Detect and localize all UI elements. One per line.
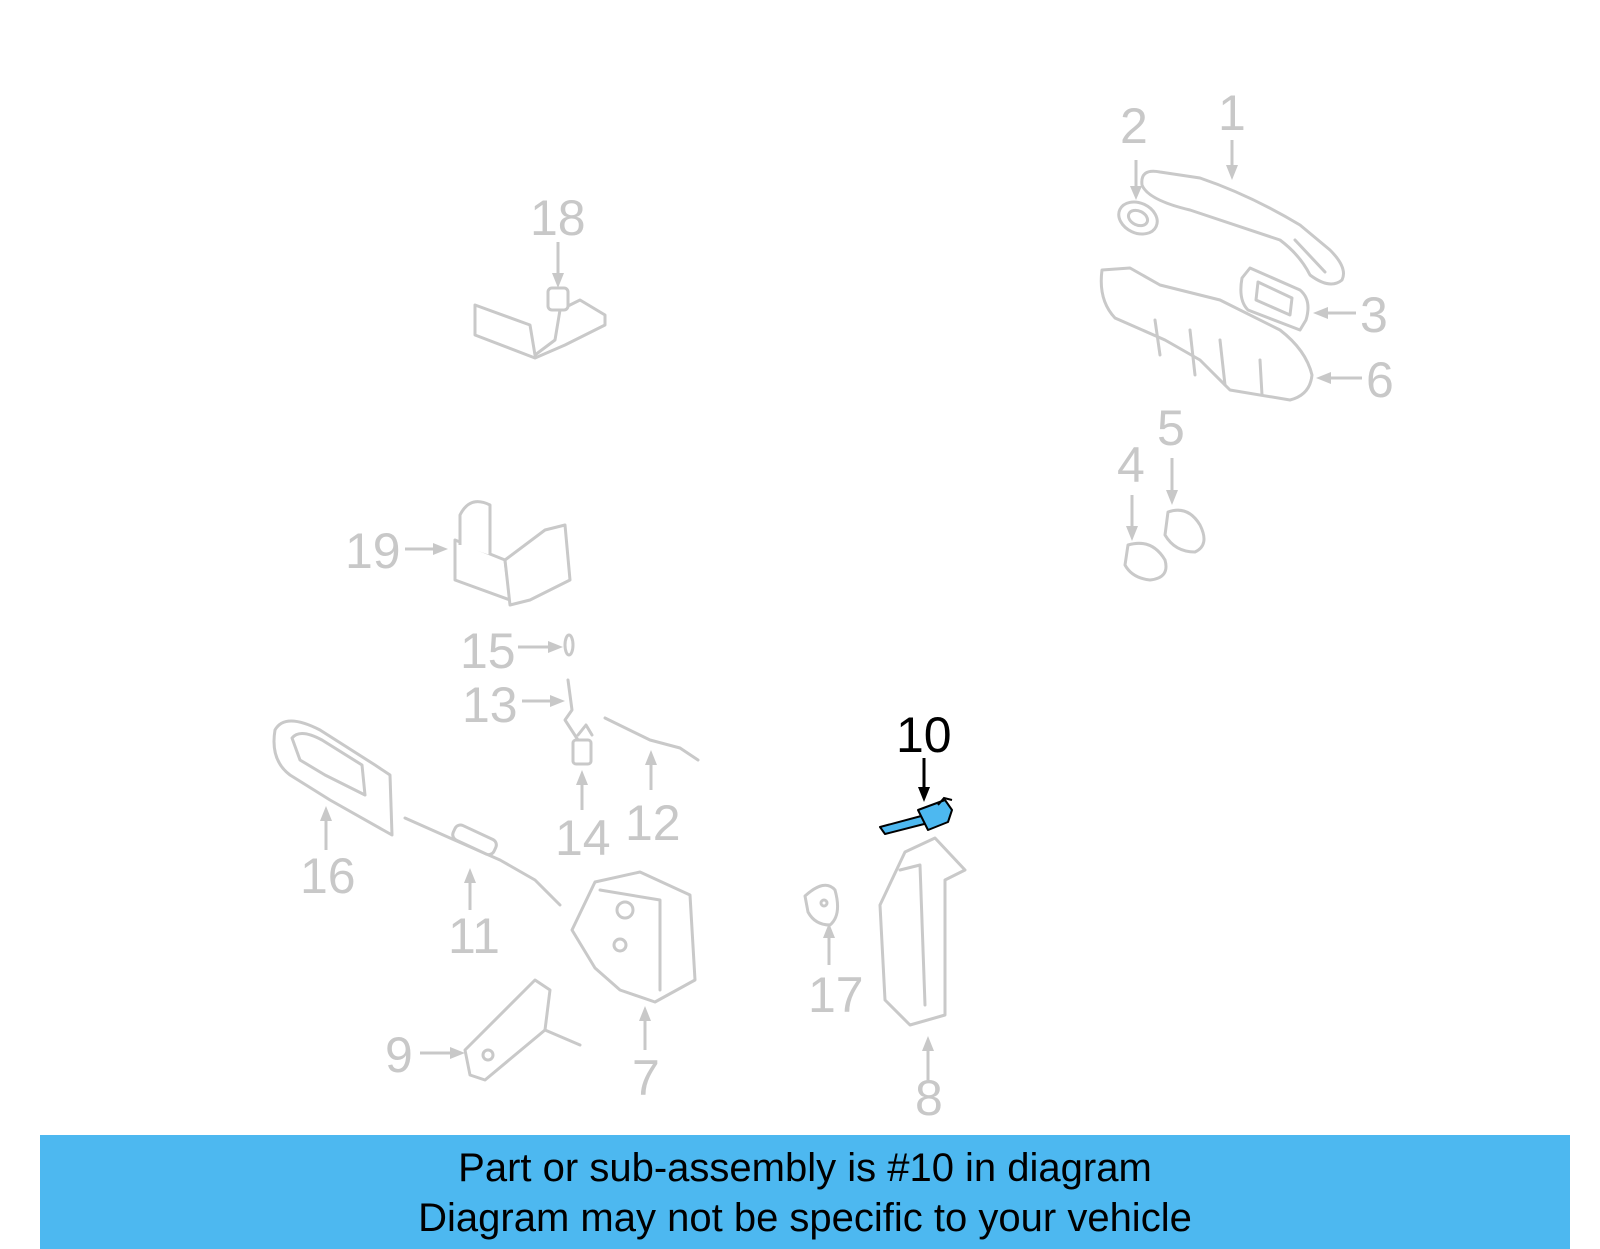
part-3-handle-gasket [1239, 266, 1310, 332]
arrow-14 [576, 770, 588, 785]
callout-18: 18 [530, 190, 586, 246]
arrow-17 [823, 923, 835, 938]
arrow-10 [918, 787, 930, 802]
arrow-12 [645, 750, 657, 765]
callout-15: 15 [460, 623, 516, 679]
arrow-3 [1313, 307, 1328, 319]
part-13-rod [563, 678, 587, 747]
part-14-clip [571, 723, 594, 766]
part-12-rod [603, 716, 700, 762]
part-6-handle-base [1099, 266, 1314, 402]
part-10-lock-rod-highlighted [879, 796, 953, 835]
callout-14: 14 [555, 810, 611, 866]
callout-2: 2 [1120, 98, 1148, 154]
callout-7: 7 [632, 1050, 660, 1106]
callout-5: 5 [1157, 400, 1185, 456]
banner-disclaimer: Diagram may not be specific to your vehi… [418, 1196, 1192, 1240]
callout-6: 6 [1366, 352, 1394, 408]
arrow-2 [1130, 186, 1142, 200]
callout-13: 13 [462, 677, 518, 733]
callout-3: 3 [1360, 287, 1388, 343]
part-11-cable [403, 816, 562, 907]
callout-12: 12 [625, 795, 681, 851]
arrow-11 [464, 868, 476, 883]
callout-19: 19 [345, 523, 401, 579]
part-5-cap [1163, 508, 1206, 554]
arrow-4 [1126, 526, 1138, 541]
callout-16: 16 [300, 848, 356, 904]
arrow-13 [550, 695, 565, 707]
arrow-15 [548, 641, 563, 653]
callout-8: 8 [915, 1070, 943, 1126]
arrow-16 [320, 806, 332, 821]
part-15-clip [563, 633, 575, 657]
arrow-8 [922, 1036, 934, 1051]
arrow-1 [1226, 165, 1238, 180]
arrow-5 [1166, 490, 1178, 505]
part-16-inside-handle [272, 719, 394, 837]
callout-4: 4 [1117, 437, 1145, 493]
arrow-9 [450, 1047, 465, 1059]
part-19-hinge [453, 500, 572, 607]
part-7-latch [570, 870, 697, 1004]
callout-17: 17 [808, 967, 864, 1023]
part-4-cover [1123, 541, 1168, 582]
arrow-6 [1316, 372, 1331, 384]
part-9-striker [463, 978, 582, 1082]
arrow-18 [552, 273, 564, 288]
arrow-19 [433, 543, 448, 555]
callout-9: 9 [385, 1027, 413, 1083]
part-8-shield [878, 836, 967, 1027]
callout-10: 10 [896, 707, 952, 763]
part-2-gasket [1117, 200, 1159, 236]
part-1-outside-handle [1140, 169, 1345, 286]
part-17-bumper [803, 883, 840, 927]
callout-11: 11 [448, 908, 500, 964]
part-18-hinge [473, 286, 607, 360]
callout-1: 1 [1218, 85, 1246, 141]
info-banner: Part or sub-assembly is #10 in diagram D… [40, 1135, 1570, 1249]
arrow-7 [639, 1006, 651, 1021]
banner-part-note: Part or sub-assembly is #10 in diagram [458, 1146, 1152, 1190]
